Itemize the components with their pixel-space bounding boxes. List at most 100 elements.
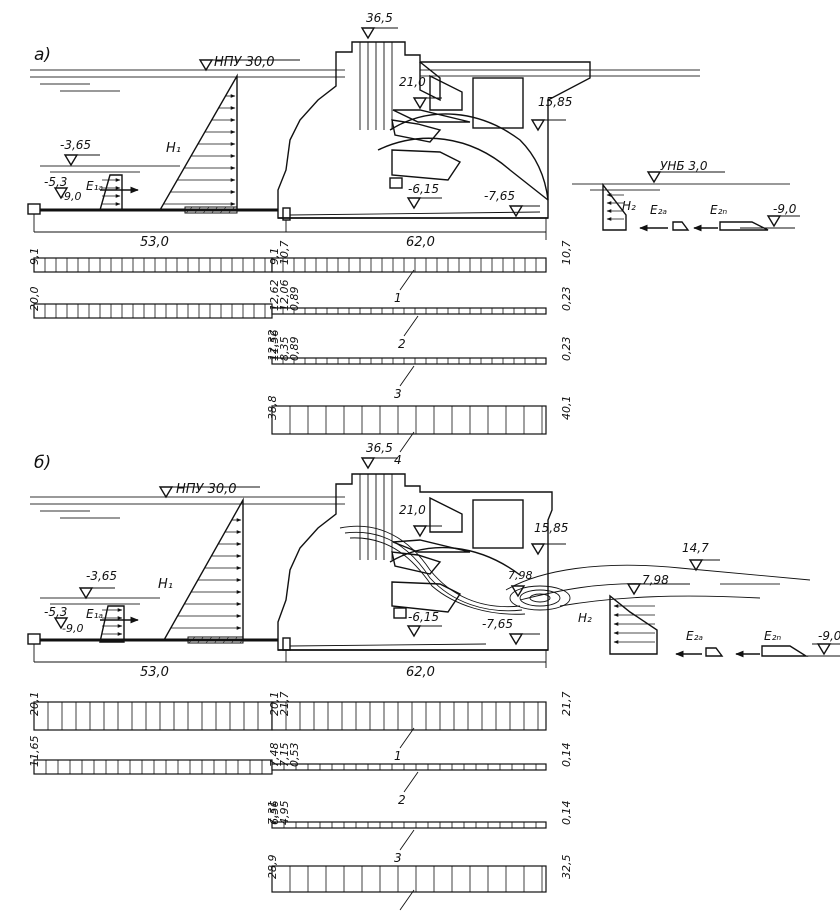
diagram-number: 3	[394, 387, 402, 401]
len-up-a: 53,0	[140, 235, 169, 250]
diagram-band-right	[271, 405, 547, 435]
npu-label-b: НПУ 30,0	[176, 482, 237, 497]
e2n-label-b: E₂ₙ	[764, 629, 781, 643]
lvl53-label-b: -5,3	[44, 605, 67, 619]
lvl21-label-b: 21,0	[399, 503, 426, 517]
diagram-number: 2	[398, 793, 406, 807]
h1-pressure-triangle-b: H₁	[158, 497, 244, 644]
diagram-number: 1	[394, 749, 402, 763]
lvl765-label-b: -7,65	[482, 617, 513, 631]
diagram-value-left: 12,32	[266, 330, 279, 362]
diagram-value-left: 20,1	[28, 692, 41, 717]
diagram-number: 3	[394, 851, 402, 865]
level-1585-a: 15,85	[530, 95, 572, 132]
diagram-band-right	[271, 307, 547, 315]
crest-label-b: 36,5	[366, 441, 393, 455]
diagram-value-mid-a: 9,1	[268, 248, 281, 266]
diagram-number: 2	[398, 337, 406, 351]
unb-label-a: УНБ 3,0	[660, 159, 708, 173]
diagram-value-mid-b: 21,7	[278, 692, 291, 717]
diagram-leader	[399, 889, 415, 911]
upstream-apron-a: -3,65 -5,3 -9,0 E₁ₐ	[27, 138, 291, 232]
panel-a-label: а)	[34, 45, 51, 65]
level-1585-b: 15,85	[530, 521, 568, 556]
level-765-b: -7,65	[482, 617, 540, 646]
diagram-value-mid-a: 20,1	[268, 692, 281, 717]
diagram-band-right	[271, 701, 547, 731]
lvl798a-label-b: 7,98	[508, 569, 533, 582]
diagram-value-mid-b: 7,15	[278, 743, 291, 768]
diagram-value-right: 32,5	[560, 855, 573, 880]
diagram-value-mid-c: 0,89	[288, 287, 301, 312]
e2n-label-a: E₂ₙ	[710, 203, 727, 217]
level-21-b: 21,0	[399, 503, 442, 538]
lvl90-label-b: -9,0	[62, 622, 83, 635]
diagram-value-mid-a: 12,62	[268, 280, 281, 312]
h2-label-b: H₂	[578, 611, 592, 625]
level-npu-b: НПУ 30,0	[158, 482, 260, 499]
diagram-value-left: 7,31	[266, 801, 279, 826]
len-up-b: 53,0	[140, 665, 169, 680]
lvl615-label-b: -6,15	[408, 610, 439, 624]
panel-a: а) НПУ 30,0 36,5	[27, 11, 800, 468]
diagram-leader	[403, 315, 419, 337]
diagram-number: 4	[394, 453, 402, 467]
diagram-value-mid-b: 8,35	[278, 337, 291, 362]
tail-label-a: -9,0	[773, 202, 797, 216]
panel-b: б) НПУ 30,0 36,5	[27, 441, 840, 916]
diagram-band-right	[271, 821, 547, 829]
panel-b-label: б)	[34, 453, 51, 473]
npu-label-a: НПУ 30,0	[214, 55, 275, 70]
diagram-band-left	[33, 701, 273, 731]
diagram-value-mid-a: 6,56	[268, 801, 281, 826]
diagram-value-mid-c: 0,53	[288, 743, 301, 768]
diagram-value-right: 0,23	[560, 337, 573, 362]
lvl365-label-a: -3,65	[60, 138, 91, 152]
diagram-value-right: 40,1	[560, 396, 573, 421]
diagram-value-mid-a: 7,48	[268, 743, 281, 768]
diagram-value-right: 10,7	[560, 241, 573, 266]
diagram-value-right: 21,7	[560, 692, 573, 717]
lvl365-label-b: -3,65	[86, 569, 117, 583]
crest-label-a: 36,5	[366, 11, 393, 25]
diagram-value-mid-b: 12,06	[278, 280, 291, 312]
level-765-a: -7,65	[484, 189, 540, 218]
dam-body-b	[277, 473, 553, 651]
diagram-band-right	[271, 357, 547, 365]
diagram-leader	[399, 365, 415, 387]
h1-pressure-triangle-a: H₁	[158, 73, 238, 214]
level-147-b: 14,7	[682, 541, 720, 572]
level-crest-a: 36,5	[360, 11, 398, 40]
diagram-band-right	[271, 865, 547, 893]
level-798a-b: 7,98	[508, 569, 533, 598]
upstream-apron-b: -3,65 -5,3 -9,0 E₁ₐ	[27, 569, 291, 662]
len-base-b: 62,0	[406, 665, 435, 680]
diagram-number: 1	[394, 291, 402, 305]
diagram-value-left: 28,9	[266, 855, 279, 880]
headwater-lines-a	[30, 69, 700, 92]
dimension-line-b: 53,0 62,0	[34, 650, 547, 680]
h1-label-b: H₁	[158, 577, 173, 592]
diagram-band-right	[271, 257, 547, 273]
headwater-lines-b	[30, 496, 345, 519]
level-npu-a: НПУ 30,0	[198, 55, 300, 72]
tailwater-a: УНБ 3,0 H₂ E₂ₐ E₂ₙ -9,0	[572, 159, 800, 232]
level-798b-b: 7,98	[626, 573, 690, 596]
diagram-band-right	[271, 763, 547, 771]
diagram-value-mid-b: 4,95	[278, 801, 291, 826]
h1-label-a: H₁	[166, 141, 181, 156]
diagram-value-left: 9,1	[28, 248, 41, 266]
diagram-leader	[399, 269, 415, 291]
diagram-value-right: 0,14	[560, 801, 573, 826]
diagram-value-left: 20,0	[28, 287, 41, 312]
diagram-band-left	[33, 303, 273, 319]
level-21-a: 21,0	[399, 75, 442, 110]
lvl798b-label-b: 7,98	[642, 573, 669, 587]
lvl1585-label-a: 15,85	[538, 95, 572, 109]
diagram-value-mid-b: 10,7	[278, 241, 291, 266]
h2-label-a: H₂	[622, 199, 636, 213]
diagram-value-right: 0,23	[560, 287, 573, 312]
